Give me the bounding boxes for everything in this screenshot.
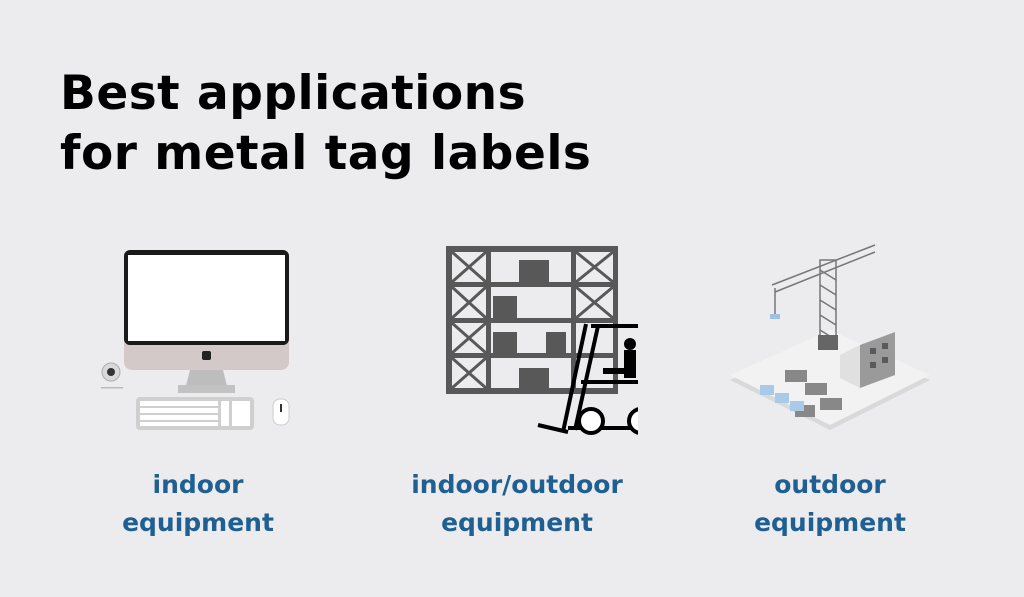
title-line-2: for metal tag labels (60, 126, 592, 181)
caption-line-2: equipment (441, 508, 593, 537)
construction-crane-icon (730, 244, 930, 430)
caption-line-1: outdoor (774, 470, 886, 499)
caption-indoor-equipment: indoor equipment (38, 466, 358, 542)
desktop-computer-icon (101, 250, 290, 430)
page-title: Best applications for metal tag labels (60, 64, 591, 184)
caption-outdoor-equipment: outdoor equipment (670, 466, 990, 542)
indoor-outdoor-equipment-illustration (358, 240, 678, 435)
caption-line-2: equipment (754, 508, 906, 537)
caption-line-1: indoor/outdoor (411, 470, 623, 499)
caption-line-1: indoor (152, 470, 244, 499)
title-line-1: Best applications (60, 66, 527, 121)
caption-line-2: equipment (122, 508, 274, 537)
outdoor-equipment-illustration (670, 240, 990, 435)
forklift-warehouse-icon (446, 246, 638, 435)
indoor-equipment-illustration (40, 240, 360, 435)
caption-indoor-outdoor-equipment: indoor/outdoor equipment (357, 466, 677, 542)
